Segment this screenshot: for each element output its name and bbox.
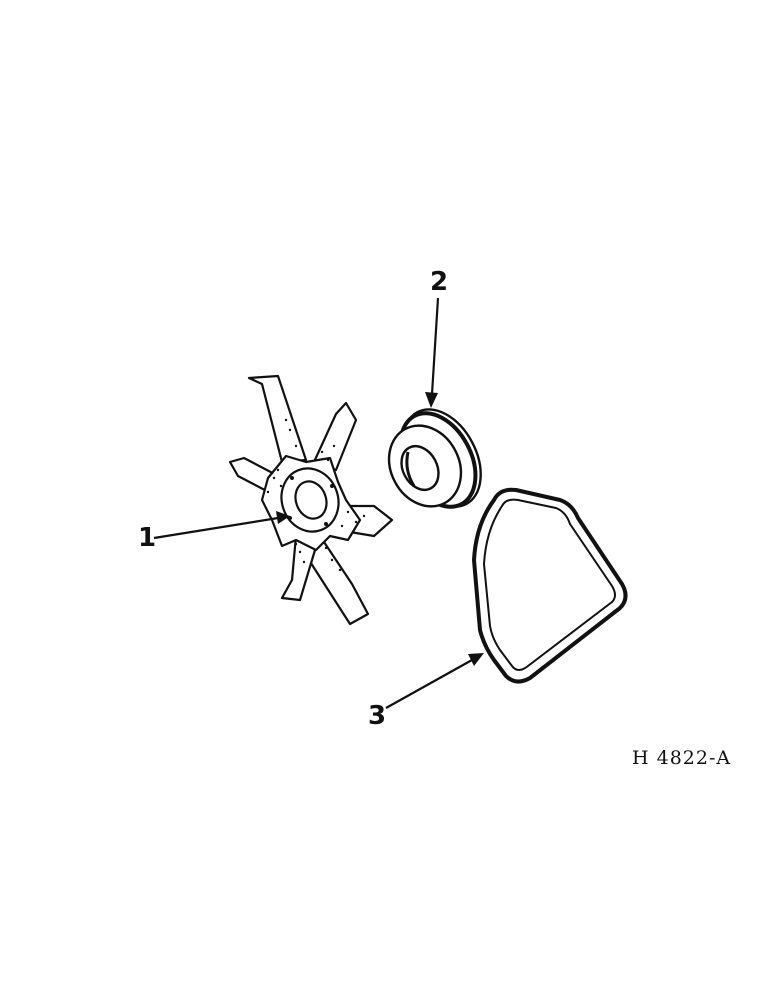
callout-number-2: 2 bbox=[430, 267, 448, 297]
pulley-drawing bbox=[387, 408, 482, 509]
callout-2: 2 bbox=[425, 267, 448, 408]
fan-hub-bore bbox=[294, 480, 328, 520]
arrowhead-2 bbox=[425, 392, 438, 408]
leader-line-2 bbox=[430, 297, 440, 395]
callout-number-1: 1 bbox=[138, 523, 156, 553]
fan-blade-top bbox=[247, 374, 308, 464]
leader-line-1 bbox=[153, 516, 279, 540]
v-belt-outer bbox=[472, 487, 628, 684]
v-belt-inner bbox=[483, 498, 616, 671]
callout-3: 3 bbox=[368, 653, 484, 731]
arrowhead-1 bbox=[276, 511, 290, 524]
figure-id-label: H 4822-A bbox=[632, 747, 731, 769]
arrowhead-3 bbox=[468, 653, 484, 666]
fan-blade-drawing bbox=[228, 374, 394, 626]
v-belt-drawing bbox=[472, 487, 628, 684]
leader-line-3 bbox=[385, 659, 473, 709]
callout-1: 1 bbox=[138, 511, 290, 553]
callout-number-3: 3 bbox=[368, 701, 386, 731]
pulley-bore-shade bbox=[405, 451, 416, 487]
